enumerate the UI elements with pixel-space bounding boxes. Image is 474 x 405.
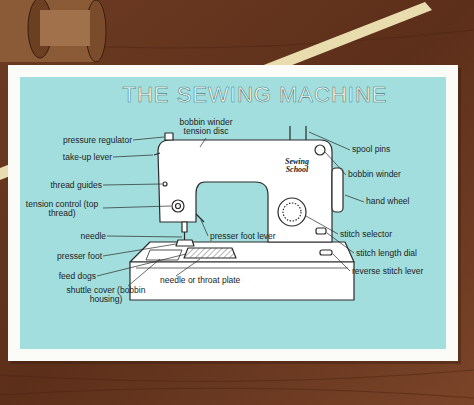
leader-line [306,216,338,234]
leader-line [176,259,200,276]
sewing-machine [130,126,354,300]
stitch-length-dial [316,228,326,234]
base-line [136,268,348,269]
poster-border [8,65,458,361]
shuttle-cover [146,250,182,260]
needle-bar [182,222,187,232]
throat-plate [184,248,236,258]
tension-disc [172,200,184,212]
machine-head [158,140,332,242]
part-label: bobbin winder [348,170,428,179]
take-up-lever [154,153,160,155]
bobbin-winder [315,145,325,155]
tension-disc-center [176,204,181,209]
leader-line [201,220,208,236]
spool-pin [305,126,306,140]
leader-line [309,132,350,150]
leader-line [200,138,206,147]
leader-line [133,137,164,140]
part-label: tension control (top thread) [22,200,102,218]
pressure-regulator [165,133,173,140]
thread-guide [163,182,167,186]
part-label: stitch length dial [356,249,442,258]
presser-foot [176,240,194,246]
leader-line [103,244,176,256]
stitch-selector-ticks [283,203,301,221]
leader-line [113,155,153,157]
leader-line [333,254,350,271]
part-label: spool pins [352,145,422,154]
part-label: pressure regulator [28,136,132,145]
part-label: needle or throat plate [160,276,270,285]
hand-wheel [332,168,343,212]
spool-pin [289,126,290,140]
part-label: stitch selector [340,230,420,239]
leader-line [103,184,162,185]
leader-line [325,152,346,175]
part-label: feed dogs [20,272,96,281]
leader-line [128,259,160,286]
needle [184,232,185,240]
part-label: presser foot lever [210,232,300,241]
machine-logo: Sewing School [278,158,316,174]
reverse-stitch-lever [320,250,332,255]
leader-lines [97,132,364,286]
part-label: presser foot [20,252,102,261]
leader-line [103,206,171,208]
poster-ground [20,77,446,349]
wooden-spool [0,0,106,62]
part-label: bobbin winder tension disc [170,118,242,136]
leader-line [97,254,186,276]
part-label: needle [40,232,106,241]
machine-base [130,262,354,300]
machine-bed-top [130,242,354,262]
part-label: hand wheel [366,197,436,206]
part-label: take-up lever [30,153,112,162]
part-label: shuttle cover (bobbin housing) [64,286,148,304]
part-label: thread guides [20,181,102,190]
part-label: reverse stitch lever [352,267,442,276]
leader-line [345,195,364,202]
wood-grain [0,30,474,398]
presser-foot-lever [196,214,204,222]
leader-line [107,236,182,237]
poster-shadow [11,68,461,364]
poster-title: THE SEWING MACHINE [90,82,420,108]
stitch-selector [278,198,306,226]
